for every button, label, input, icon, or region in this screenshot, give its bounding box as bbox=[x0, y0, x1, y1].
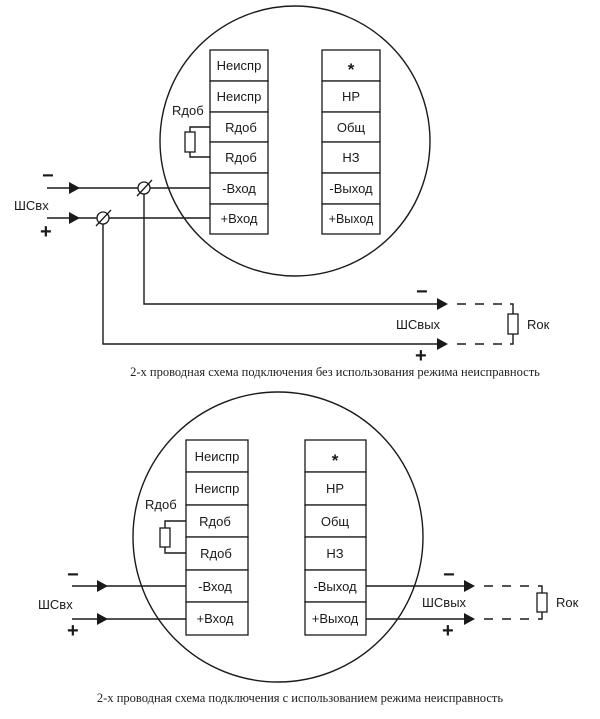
junction-slash bbox=[95, 209, 112, 227]
resistor-wire bbox=[164, 547, 186, 554]
terminal-label: +Вход bbox=[196, 611, 233, 626]
plus-sign: + bbox=[415, 345, 427, 367]
terminal-label: +Выход bbox=[312, 611, 359, 626]
arrow-icon bbox=[437, 298, 448, 310]
output-wiring: − ШСвых + Rок bbox=[366, 564, 579, 642]
terminal-label: -Вход bbox=[198, 579, 232, 594]
resistor-label: Rдоб bbox=[172, 103, 204, 118]
terminal-label: * bbox=[348, 60, 355, 79]
arrow-icon bbox=[97, 580, 108, 592]
resistor-icon bbox=[159, 527, 171, 548]
device-body-circle bbox=[159, 5, 431, 277]
input-loop-label: ШСвх bbox=[14, 198, 49, 213]
output-terminal-block: * НР Общ НЗ -Выход +Выход bbox=[304, 439, 367, 636]
arrow-icon bbox=[464, 580, 475, 592]
terminal-label: Rдоб bbox=[225, 150, 257, 165]
end-resistor-label: Rок bbox=[556, 595, 579, 610]
junction-slash bbox=[136, 179, 153, 197]
input-wiring: − ШСвх + bbox=[38, 564, 186, 642]
terminal-cell bbox=[321, 141, 381, 174]
input-wiring: − ШСвх + bbox=[14, 165, 440, 345]
terminal-cell bbox=[321, 172, 381, 205]
diagram-with-fault-mode: Неиспр Неиспр Rдоб Rдоб -Вход +Вход * НР… bbox=[38, 391, 579, 705]
resistor-label: Rдоб bbox=[145, 497, 177, 512]
terminal-label: Неиспр bbox=[195, 449, 240, 464]
plus-sign: + bbox=[40, 221, 52, 243]
output-terminal-block: * НР Общ НЗ -Выход +Выход bbox=[321, 49, 381, 235]
arrow-icon bbox=[69, 182, 80, 194]
minus-sign: − bbox=[42, 165, 54, 187]
output-wiring: − ШСвых + Rок bbox=[396, 281, 550, 367]
end-resistor-wire bbox=[538, 612, 543, 620]
output-loop-label: ШСвых bbox=[422, 595, 467, 610]
end-resistor-icon bbox=[536, 592, 548, 613]
end-resistor-icon bbox=[507, 313, 519, 335]
additional-resistor: Rдоб bbox=[172, 103, 210, 158]
terminal-cell bbox=[209, 80, 269, 113]
arrow-icon bbox=[437, 338, 448, 350]
terminal-label: НЗ bbox=[326, 546, 343, 561]
terminal-cell bbox=[185, 471, 249, 506]
terminal-cell bbox=[185, 504, 249, 538]
terminal-label: * bbox=[332, 451, 339, 470]
output-loop-label: ШСвых bbox=[396, 317, 441, 332]
minus-sign: − bbox=[443, 564, 455, 586]
minus-output-wire bbox=[143, 194, 440, 305]
diagram-caption: 2-х проводная схема подключения без испо… bbox=[130, 365, 540, 379]
terminal-cell bbox=[321, 80, 381, 113]
input-loop-label: ШСвх bbox=[38, 597, 73, 612]
terminal-label: Общ bbox=[337, 120, 366, 135]
terminal-cell bbox=[304, 536, 367, 571]
resistor-icon bbox=[184, 131, 196, 153]
minus-sign: − bbox=[67, 564, 79, 586]
input-terminal-block: Неиспр Неиспр Rдоб Rдоб -Вход +Вход bbox=[185, 439, 249, 636]
terminal-label: Неиспр bbox=[217, 58, 262, 73]
arrow-icon bbox=[69, 212, 80, 224]
arrow-icon bbox=[97, 613, 108, 625]
diagram-without-fault-mode: Неиспр Неиспр Rдоб Rдоб -Вход +Вход * НР… bbox=[14, 5, 550, 379]
diagram-caption: 2-х проводная схема подключения с исполь… bbox=[97, 691, 503, 705]
minus-sign: − bbox=[416, 281, 428, 303]
terminal-label: НЗ bbox=[342, 150, 359, 165]
terminal-cell bbox=[209, 203, 269, 235]
terminal-cell bbox=[304, 601, 367, 636]
plus-sign: + bbox=[67, 620, 79, 642]
plus-output-wire bbox=[102, 224, 440, 345]
plus-sign: + bbox=[442, 620, 454, 642]
terminal-cell bbox=[304, 471, 367, 506]
end-resistor-wire bbox=[538, 585, 543, 593]
terminal-cell bbox=[209, 141, 269, 174]
terminal-cell bbox=[304, 569, 367, 603]
terminal-label: -Выход bbox=[313, 579, 357, 594]
terminal-cell bbox=[209, 49, 269, 82]
resistor-wire bbox=[189, 126, 210, 132]
terminal-label: +Вход bbox=[220, 211, 257, 226]
end-resistor-wire bbox=[510, 334, 514, 345]
terminal-cell bbox=[185, 601, 249, 636]
end-resistor-wire bbox=[510, 303, 514, 314]
terminal-label: Rдоб bbox=[199, 514, 231, 529]
terminal-label: Неиспр bbox=[195, 481, 240, 496]
terminal-label: Общ bbox=[321, 514, 350, 529]
terminal-label: НР bbox=[326, 481, 344, 496]
resistor-wire bbox=[189, 152, 210, 158]
terminal-label: -Вход bbox=[222, 181, 256, 196]
terminal-label: -Выход bbox=[329, 181, 373, 196]
terminal-cell bbox=[304, 504, 367, 538]
end-resistor-label: Rок bbox=[527, 317, 550, 332]
input-terminal-block: Неиспр Неиспр Rдоб Rдоб -Вход +Вход bbox=[209, 49, 269, 235]
terminal-label: НР bbox=[342, 89, 360, 104]
terminal-label: Неиспр bbox=[217, 89, 262, 104]
terminal-label: Rдоб bbox=[200, 546, 232, 561]
additional-resistor: Rдоб bbox=[145, 497, 186, 554]
terminal-cell bbox=[321, 203, 381, 235]
terminal-label: Rдоб bbox=[225, 120, 257, 135]
arrow-icon bbox=[464, 613, 475, 625]
terminal-label: +Выход bbox=[329, 212, 374, 226]
resistor-wire bbox=[164, 520, 186, 528]
device-body-circle bbox=[132, 391, 424, 683]
